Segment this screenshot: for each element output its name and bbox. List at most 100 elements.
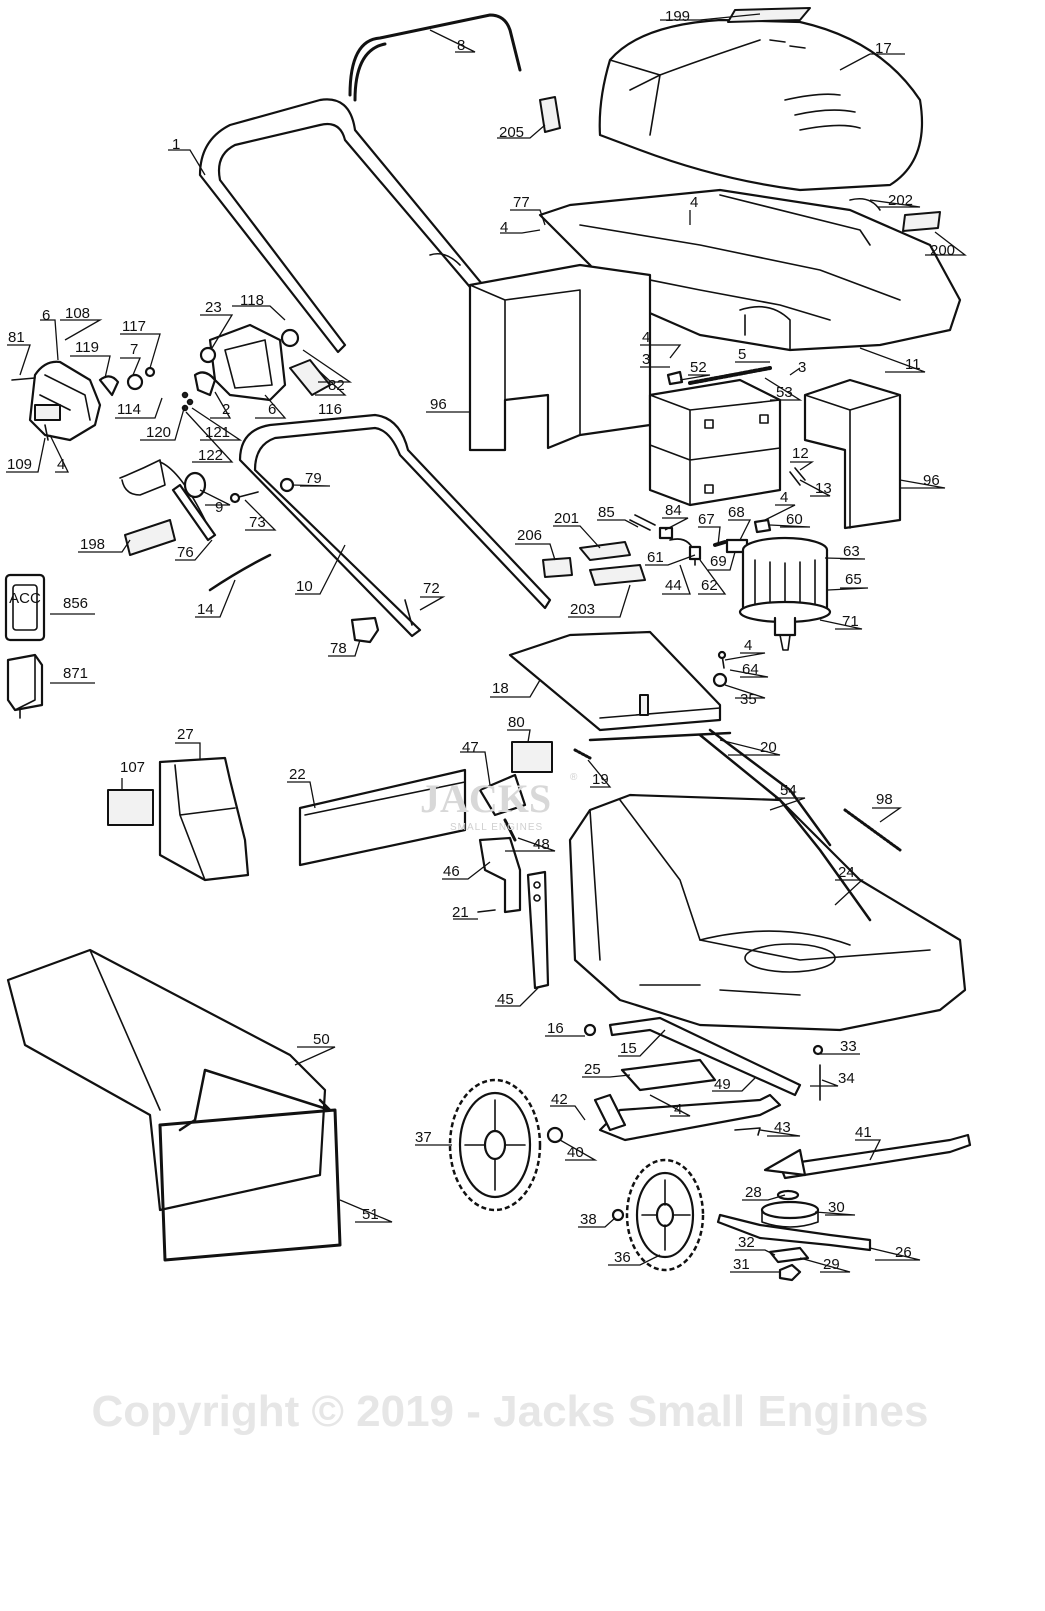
panel-22 [298, 768, 467, 867]
callout-84: 84 [665, 502, 682, 519]
callout-82: 82 [328, 377, 345, 394]
callout-80: 80 [508, 714, 525, 731]
callout-79: 79 [305, 470, 322, 487]
callout-856: 856 [63, 595, 88, 612]
nut-31 [778, 1263, 802, 1282]
nut-79 [279, 477, 295, 493]
callout-64: 64 [742, 661, 759, 678]
callout-52: 52 [690, 359, 707, 376]
callout-27: 27 [177, 726, 194, 743]
callout-14: 14 [197, 601, 214, 618]
callout-17: 17 [875, 40, 892, 57]
switch-housing-6 [28, 360, 102, 442]
rear-flap-18 [508, 630, 722, 732]
blade-26 [716, 1213, 872, 1252]
callout-36: 36 [614, 1249, 631, 1266]
callout-48: 48 [533, 836, 550, 853]
callout-22: 22 [289, 766, 306, 783]
callout-4-b: 4 [690, 194, 698, 211]
acc-label: ACC [9, 590, 41, 607]
callout-54: 54 [780, 782, 797, 799]
callout-18: 18 [492, 680, 509, 697]
label-199 [727, 7, 811, 23]
callout-26: 26 [895, 1244, 912, 1261]
logo-mark: ® [570, 772, 578, 783]
label-200 [902, 211, 941, 232]
callout-50: 50 [313, 1031, 330, 1048]
cover-17 [598, 18, 924, 192]
screw-109 [44, 424, 49, 441]
callout-71: 71 [842, 613, 859, 630]
callout-1: 1 [172, 136, 180, 153]
callout-31: 31 [733, 1256, 750, 1273]
logo-text: JACKS [420, 776, 551, 821]
callout-38: 38 [580, 1211, 597, 1228]
callout-65: 65 [845, 571, 862, 588]
callout-67: 67 [698, 511, 715, 528]
callout-43: 43 [774, 1119, 791, 1136]
callout-28: 28 [745, 1184, 762, 1201]
callout-4-g: 4 [674, 1101, 682, 1118]
callout-19: 19 [592, 771, 609, 788]
knob-78 [350, 616, 380, 644]
callout-116: 116 [318, 401, 342, 418]
callout-121: 121 [205, 424, 230, 441]
callout-15: 15 [620, 1040, 637, 1057]
callout-2: 2 [222, 401, 230, 418]
bolt-73 [229, 491, 259, 504]
axle-15 [608, 1016, 802, 1097]
axle-41 [763, 1133, 972, 1180]
callout-16: 16 [547, 1020, 564, 1037]
screw-64 [717, 650, 727, 669]
callout-20: 20 [760, 739, 777, 756]
callout-6-b: 6 [268, 401, 276, 418]
callout-107: 107 [120, 759, 145, 776]
label-206 [542, 557, 573, 578]
callout-98: 98 [876, 791, 893, 808]
callout-202: 202 [888, 192, 913, 209]
upper-handle-1 [198, 98, 522, 354]
callout-12: 12 [792, 445, 809, 462]
rear-axle [593, 1093, 782, 1142]
strip-53 [688, 366, 772, 385]
callout-72: 72 [423, 580, 440, 597]
callout-6-a: 6 [42, 307, 50, 324]
callout-34: 34 [838, 1070, 855, 1087]
callout-76: 76 [177, 544, 194, 561]
bail-8 [348, 13, 522, 102]
spring-98 [843, 808, 902, 852]
foam-96-right [803, 378, 902, 530]
callout-96-a: 96 [430, 396, 447, 413]
callout-871: 871 [63, 665, 88, 682]
washer-16 [583, 1023, 597, 1037]
callout-3-b: 3 [798, 359, 806, 376]
bracket-47-48 [478, 773, 527, 842]
cable-14 [208, 553, 272, 592]
callout-73: 73 [249, 514, 266, 531]
callout-32: 32 [738, 1234, 755, 1251]
bracket-46 [478, 836, 522, 914]
callout-33: 33 [840, 1038, 857, 1055]
label-198 [124, 519, 176, 556]
label-201 [579, 541, 631, 561]
chute-27 [158, 756, 250, 882]
spring-19 [573, 748, 592, 760]
lever-45 [526, 870, 550, 990]
callout-4-d: 4 [642, 329, 650, 346]
plate-25 [620, 1058, 717, 1092]
connector-13 [789, 467, 806, 486]
label-203 [589, 564, 646, 586]
screw-21 [477, 909, 496, 913]
callout-108: 108 [65, 305, 90, 322]
callout-96-b: 96 [923, 472, 940, 489]
charger-871 [6, 653, 44, 719]
callout-11: 11 [905, 356, 921, 373]
callout-119: 119 [75, 339, 99, 356]
fan-30 [760, 1200, 820, 1228]
logo-subtext: SMALL ENGINES [450, 822, 543, 833]
callout-53: 53 [776, 384, 793, 401]
callout-30: 30 [828, 1199, 845, 1216]
callout-47: 47 [462, 739, 479, 756]
callout-9: 9 [215, 499, 223, 516]
